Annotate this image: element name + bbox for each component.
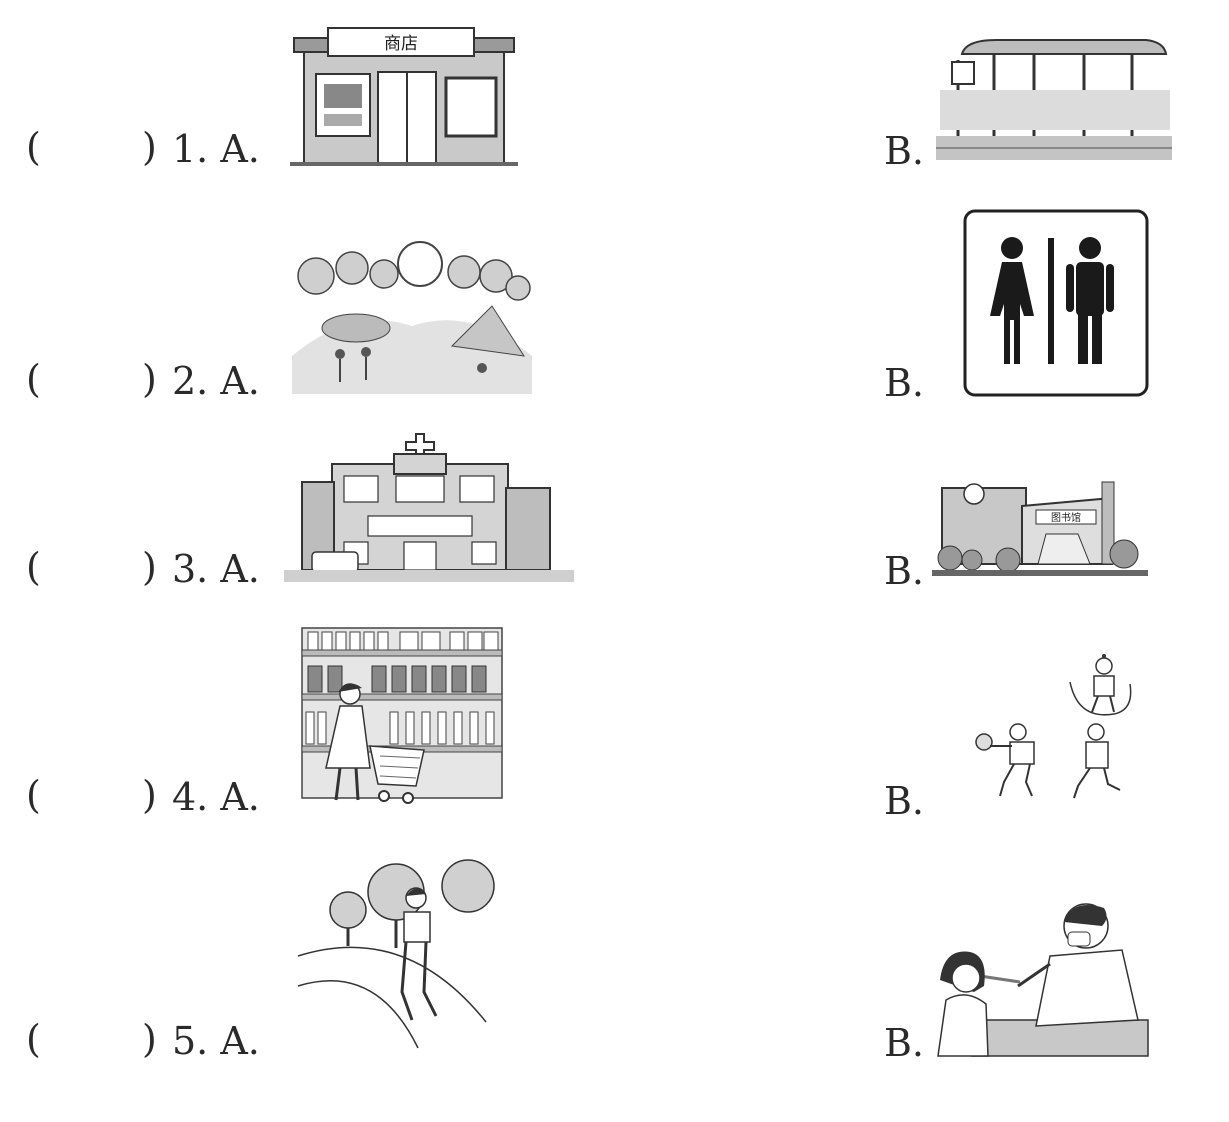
option-b-label: B. [884,129,925,173]
option-a-label: 5. A. [172,1019,260,1063]
park-picture [292,241,532,394]
option-b-label: B. [884,549,925,593]
children-playing-picture [975,654,1132,799]
answer-paren-open: ( [26,1017,41,1061]
option-a-label: 1. A. [172,127,260,171]
library-sign-text: 图书馆 [1051,511,1081,524]
option-a-label: 3. A. [172,547,260,591]
doctor-girl-picture [937,903,1149,1057]
answer-paren-close: ) [142,357,157,401]
hospital-picture [284,433,574,582]
girl-walking-picture [297,859,495,1049]
store-sign-text: 商店 [384,34,418,54]
option-b-label: B. [884,1021,925,1065]
answer-paren-close: ) [142,1017,157,1061]
question-2: ( ) 2. A. B. [0,0,1229,402]
bus-stop-picture [936,39,1172,160]
answer-paren-close: ) [142,545,157,589]
store-picture: 商店 [290,27,518,166]
question-4: ( ) 4. A. B. [0,0,1229,820]
answer-paren-open: ( [26,125,41,169]
option-b-label: B. [884,779,925,823]
option-a-label: 2. A. [172,359,260,403]
question-3: ( ) 3. A. B. [0,0,1229,590]
library-picture: 图书馆 [932,481,1148,576]
option-a-label: 4. A. [172,775,260,819]
question-5: ( ) 5. A. B. [0,0,1229,1062]
answer-paren-close: ) [142,125,157,169]
answer-paren-open: ( [26,357,41,401]
option-b-label: B. [884,361,925,405]
question-1: ( ) 1. A. B. [0,0,1229,170]
answer-paren-open: ( [26,773,41,817]
supermarket-picture [301,627,503,804]
answer-paren-open: ( [26,545,41,589]
restroom-sign-picture [963,209,1149,397]
answer-paren-close: ) [142,773,157,817]
